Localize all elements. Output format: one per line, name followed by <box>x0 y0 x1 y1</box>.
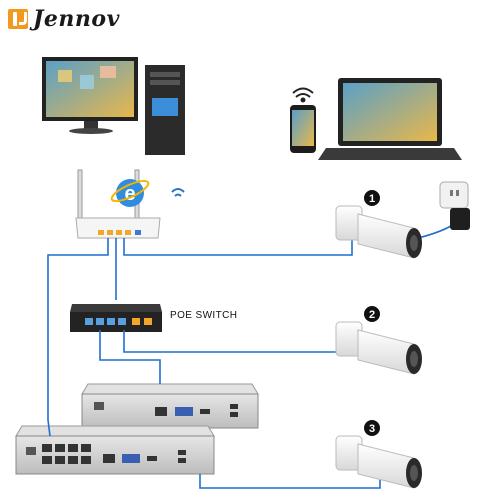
desktop-pc-icon <box>42 57 185 155</box>
svg-text:e: e <box>124 183 135 205</box>
poe-nvr-icon <box>15 425 215 475</box>
internet-explorer-icon: e <box>110 179 150 207</box>
poe-switch-label: POE SWITCH <box>170 310 238 321</box>
camera-3: 3 <box>335 420 422 489</box>
poe-switch-icon <box>70 304 162 332</box>
bullet-camera-icon <box>335 321 422 375</box>
router-wifi-icon <box>171 188 185 197</box>
laptop-icon <box>318 78 462 160</box>
camera-3-number: 3 <box>369 423 375 435</box>
brand-name: Jennov <box>33 6 120 32</box>
camera-2: 2 <box>335 306 422 375</box>
brand-header: Jennov <box>8 6 120 32</box>
bullet-camera-icon <box>335 205 422 259</box>
jennov-logo-icon <box>8 9 28 29</box>
wifi-icon <box>292 87 314 103</box>
router-icon <box>75 169 161 239</box>
camera-2-number: 2 <box>369 309 375 321</box>
power-adapter-icon <box>439 181 470 230</box>
bullet-camera-icon <box>335 435 422 489</box>
nvr-icon <box>81 383 259 429</box>
smartphone-icon <box>290 105 316 153</box>
camera-1: 1 <box>335 190 422 259</box>
camera-1-number: 1 <box>369 193 375 205</box>
